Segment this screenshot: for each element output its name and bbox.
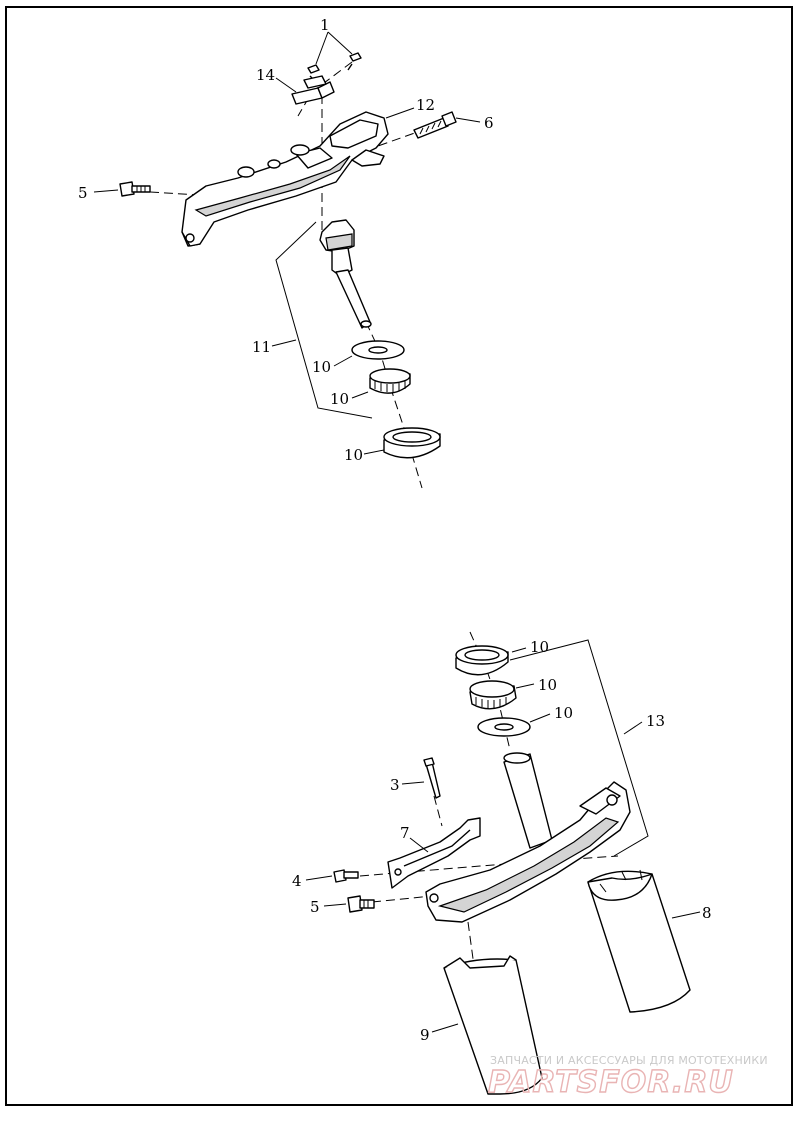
callout-10-race-top: 10	[344, 446, 363, 464]
leader-12	[385, 107, 415, 119]
callout-12: 12	[416, 96, 435, 114]
fork-cover-8	[587, 869, 691, 1013]
bearing-10-top	[369, 368, 411, 394]
leader-11	[271, 339, 297, 347]
axis-bolt-5-bottom	[371, 895, 433, 903]
leader-5-top	[93, 189, 119, 193]
callout-3: 3	[390, 776, 400, 794]
leader-7	[409, 837, 429, 853]
leader-10-washer-top	[333, 355, 353, 367]
watermark: ЗАПЧАСТИ И АКСЕССУАРЫ ДЛЯ МОТОТЕХНИКИ PA…	[487, 1054, 768, 1101]
race-10-bottom	[455, 645, 509, 676]
leader-10-race-bottom	[511, 647, 527, 653]
upper-assembly	[93, 31, 481, 489]
callout-1: 1	[320, 16, 330, 34]
callout-14: 14	[256, 66, 275, 84]
leader-10-bearing-bottom	[515, 683, 535, 689]
steering-stem-11	[319, 219, 372, 329]
leader-8	[671, 911, 701, 919]
callout-10-washer-top: 10	[312, 358, 331, 376]
callout-7: 7	[400, 824, 410, 842]
leader-5-bottom	[323, 903, 347, 907]
leader-10-washer-bottom	[529, 713, 551, 723]
callout-11: 11	[252, 338, 271, 356]
pin-3	[423, 757, 441, 799]
watermark-brand: PARTSFOR.RU	[488, 1065, 734, 1100]
callout-10-washer-bottom: 10	[554, 704, 573, 722]
diagram-border	[5, 6, 793, 1106]
leader-3	[401, 781, 425, 785]
axis-tube-9	[467, 921, 475, 967]
fork-cover-9	[443, 955, 543, 1095]
callout-5-bottom: 5	[310, 898, 320, 916]
leader-14	[275, 77, 297, 93]
bracket-13	[509, 639, 649, 857]
leader-1	[315, 31, 353, 65]
callout-10-bearing-bottom: 10	[538, 676, 557, 694]
callout-9: 9	[420, 1026, 430, 1044]
bracket-11	[275, 221, 373, 419]
callout-4: 4	[292, 872, 302, 890]
washer-10-bottom	[477, 717, 531, 737]
leader-10-race-top	[363, 449, 385, 455]
callout-labels: 1 14 12 6 5 11 10 10 10 10 10 10 13 3 7 …	[78, 16, 712, 1044]
watermark-caption: ЗАПЧАСТИ И АКСЕССУАРЫ ДЛЯ МОТОТЕХНИКИ	[490, 1054, 768, 1067]
bolt-4	[333, 869, 359, 883]
bolt-6	[413, 111, 457, 139]
callout-8: 8	[702, 904, 712, 922]
callout-13: 13	[646, 712, 665, 730]
lower-triple-clamp-13	[425, 752, 631, 923]
leader-9	[431, 1023, 459, 1033]
callout-6: 6	[484, 114, 494, 132]
leader-10-bearing-top	[351, 391, 369, 399]
axis-bolt-5-top	[149, 191, 216, 197]
leader-4	[305, 875, 333, 881]
callout-10-bearing-top: 10	[330, 390, 349, 408]
leader-6	[455, 117, 481, 123]
bolt-5-top	[119, 181, 151, 197]
upper-triple-clamp-12	[181, 111, 389, 247]
leader-13	[623, 721, 643, 735]
bearing-10-bottom	[469, 680, 517, 710]
axis-bolt-6	[377, 123, 441, 147]
callout-10-race-bottom: 10	[530, 638, 549, 656]
clip-14	[291, 75, 335, 105]
callout-5-top: 5	[78, 184, 88, 202]
bracket-plate-7	[387, 817, 481, 889]
axis-pin-3	[433, 795, 443, 827]
race-10-top	[383, 427, 441, 459]
bolt-5-bottom	[347, 895, 375, 913]
lower-assembly	[305, 631, 701, 1095]
washer-10-top	[351, 340, 405, 360]
